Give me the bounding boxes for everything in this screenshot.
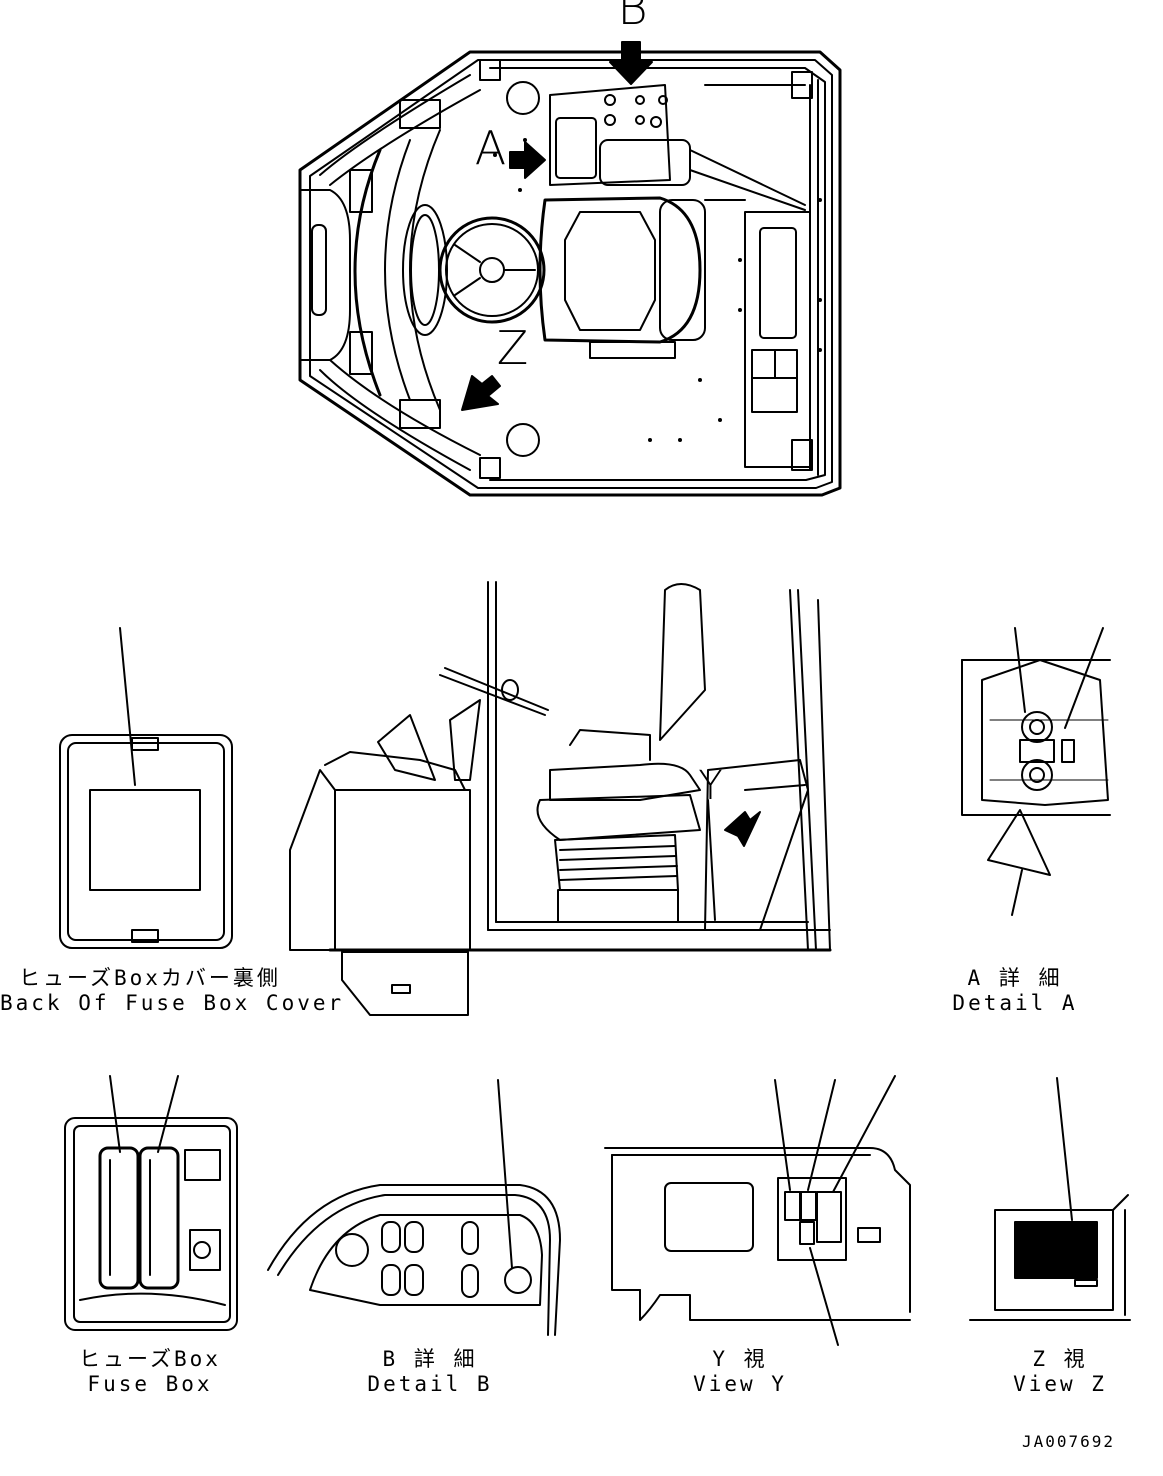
marker-b: B: [617, 0, 651, 35]
caption-view-y-en: View Y: [693, 1372, 787, 1396]
fuse-box-drawing: [64, 1075, 238, 1331]
caption-view-y-jp: Y 視: [712, 1347, 768, 1371]
marker-y: Y: [698, 763, 726, 809]
detail-b-drawing: [267, 1079, 561, 1336]
marker-z: Z: [496, 321, 532, 375]
caption-fuse-cover-jp: ヒューズBoxカバー裏側: [19, 966, 281, 990]
caption-detail-a-jp: A 詳 細: [967, 966, 1063, 990]
cab-top-view: [298, 41, 842, 497]
detail-a-drawing: [961, 627, 1111, 916]
caption-fuse-cover-en: Back Of Fuse Box Cover: [0, 991, 345, 1015]
caption-detail-b-en: Detail B: [367, 1372, 493, 1396]
caption-view-z-en: View Z: [1013, 1372, 1107, 1396]
fuse-cover-drawing: [59, 627, 233, 949]
drawing-code: JA007692: [1022, 1432, 1116, 1451]
caption-view-z-jp: Z 視: [1032, 1347, 1088, 1371]
caption-fuse-box-jp: ヒューズBox: [79, 1347, 221, 1371]
caption-fuse-box-en: Fuse Box: [87, 1372, 213, 1396]
marker-a: A: [474, 121, 510, 175]
caption-detail-b-jp: B 詳 細: [382, 1347, 478, 1371]
view-y-drawing: [604, 1075, 911, 1346]
caption-detail-a-en: Detail A: [952, 991, 1078, 1015]
view-z-drawing: [969, 1077, 1131, 1321]
cab-side-view: [289, 581, 832, 1016]
